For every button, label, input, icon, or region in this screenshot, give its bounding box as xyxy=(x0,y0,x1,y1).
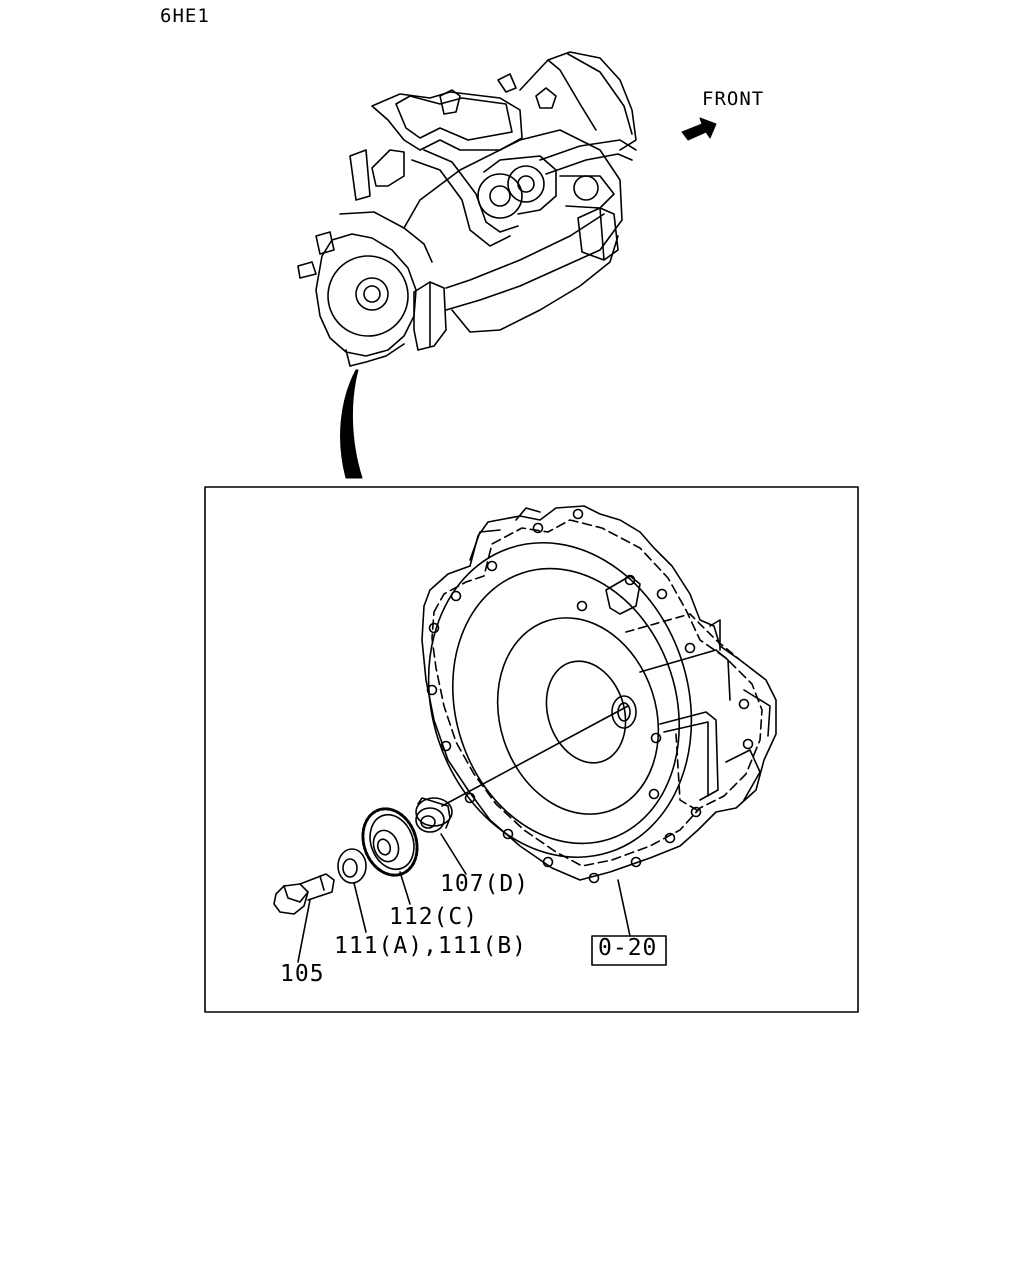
assembly-axis xyxy=(441,705,629,807)
bushing xyxy=(415,797,453,833)
callout-gear: 112(C) xyxy=(389,904,479,930)
model-code: 6HE1 xyxy=(160,5,210,27)
callout-bushing: 107(D) xyxy=(440,871,530,897)
connector-swoosh xyxy=(340,369,363,479)
callout-washer: 111(A),111(B) xyxy=(334,933,528,959)
callout-bolt: 105 xyxy=(280,961,325,987)
arrow-icon xyxy=(681,117,717,141)
bolt-holes xyxy=(426,508,754,884)
bolt xyxy=(273,873,335,915)
detail-frame xyxy=(204,486,859,1013)
callout-housing-ref[interactable]: 0-20 xyxy=(598,935,658,961)
leader-lines xyxy=(297,833,631,963)
gear xyxy=(361,807,419,877)
front-label: FRONT xyxy=(702,88,765,110)
housing-ref-box xyxy=(591,935,667,966)
washer xyxy=(337,848,367,884)
engine-overview xyxy=(297,51,637,367)
flywheel-housing xyxy=(421,505,777,884)
